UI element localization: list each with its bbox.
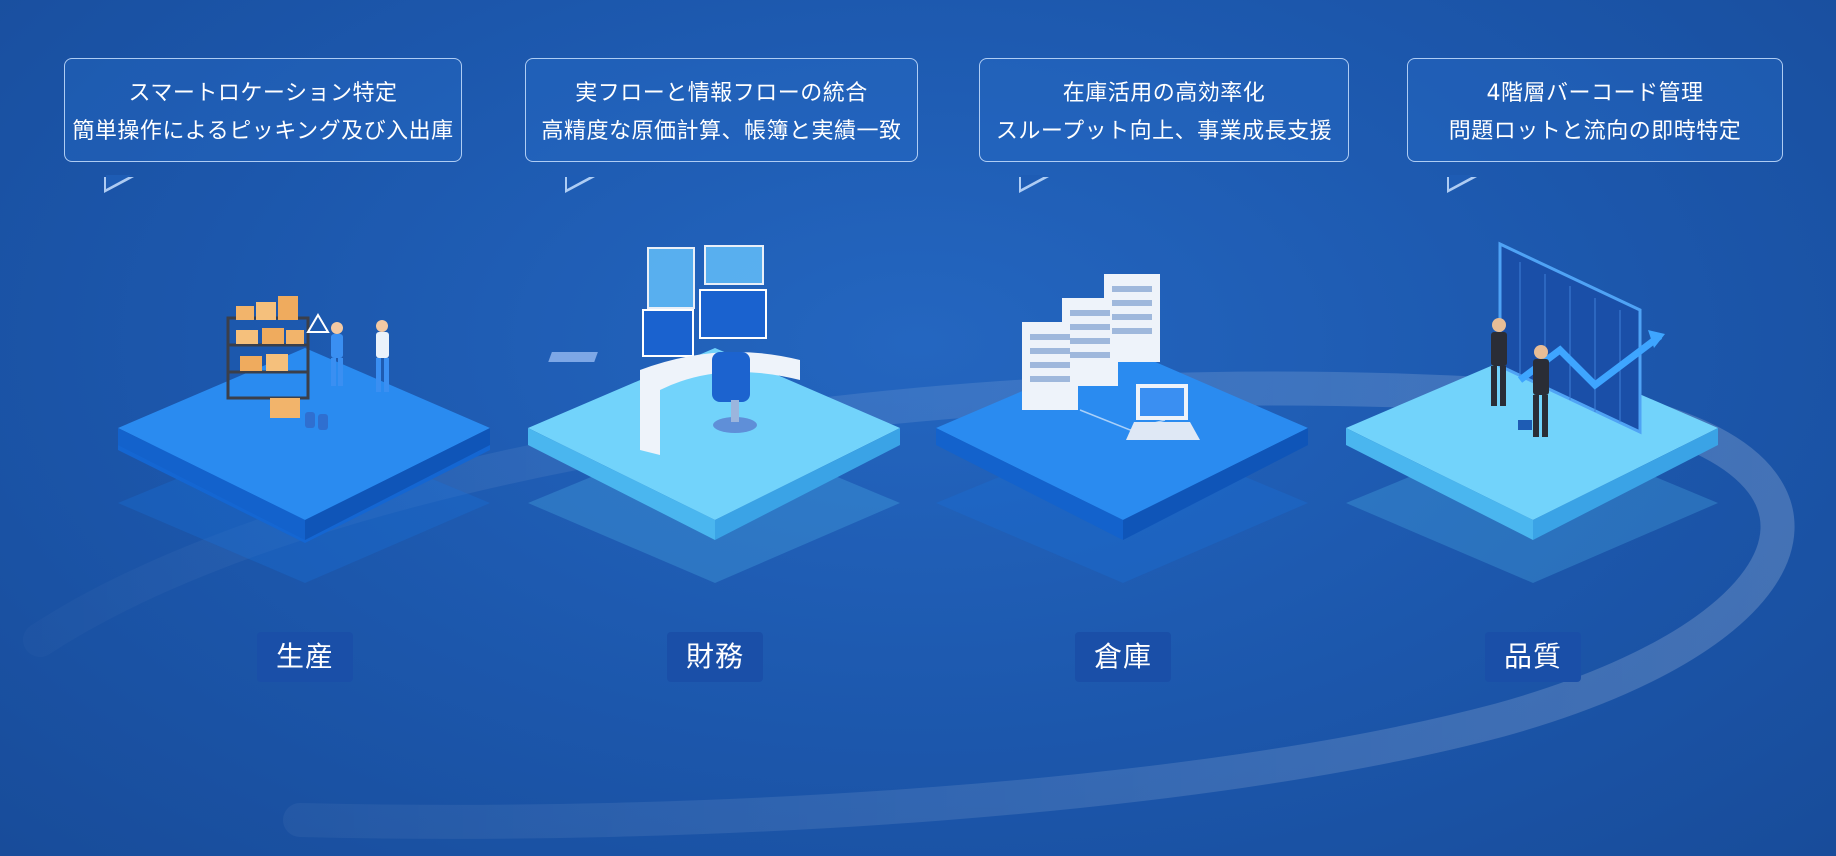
bubble-finance: 実フローと情報フローの統合 高精度な原価計算、帳簿と実績一致 — [525, 58, 918, 193]
bubble-warehouse: 在庫活用の高効率化 スループット向上、事業成長支援 — [979, 58, 1349, 193]
bubble-line-2: 高精度な原価計算、帳簿と実績一致 — [541, 119, 902, 144]
bubble-quality: 4階層バーコード管理 問題ロットと流向の即時特定 — [1407, 58, 1783, 193]
label-production: 生産 — [257, 632, 353, 682]
server-racks-icon — [1022, 274, 1200, 440]
business-handshake-icon — [1491, 241, 1665, 437]
label-warehouse: 倉庫 — [1075, 632, 1171, 682]
bubble-line-1: 在庫活用の高効率化 — [1062, 81, 1266, 106]
bubble-line-1: 4階層バーコード管理 — [1486, 81, 1704, 106]
bubble-line-1: スマートロケーション特定 — [128, 81, 398, 106]
warehouse-workers-icon — [226, 296, 389, 430]
label-finance: 財務 — [667, 632, 763, 682]
bubble-line-2: スループット向上、事業成長支援 — [995, 119, 1333, 144]
bubble-line-2: 簡単操作によるピッキング及び入出庫 — [72, 119, 454, 144]
bubble-line-1: 実フローと情報フローの統合 — [575, 81, 868, 106]
platform-1 — [118, 348, 490, 583]
label-quality: 品質 — [1485, 632, 1581, 682]
bubble-line-2: 問題ロットと流向の即時特定 — [1448, 119, 1742, 144]
office-desk-icon — [548, 245, 800, 455]
platform-2 — [528, 348, 900, 583]
bubble-production: スマートロケーション特定 簡単操作によるピッキング及び入出庫 — [64, 58, 462, 193]
